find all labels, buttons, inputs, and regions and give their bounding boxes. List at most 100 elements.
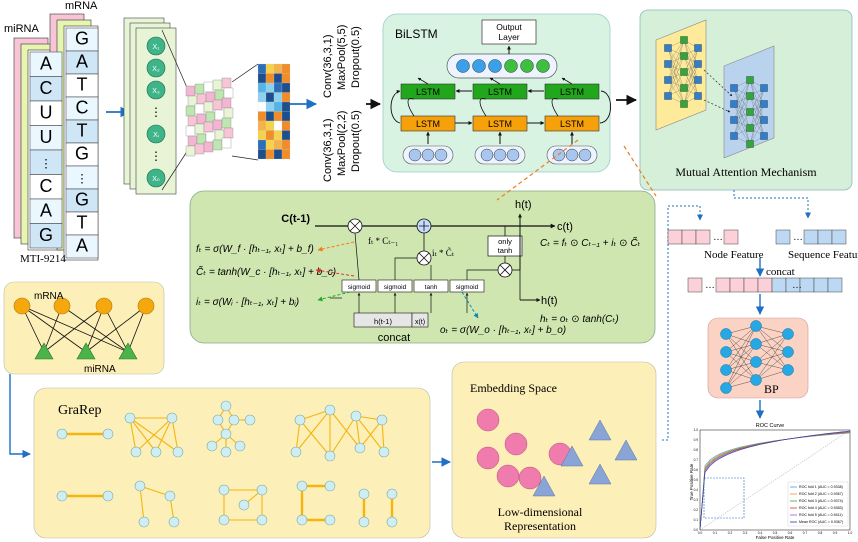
mrna-letter: T bbox=[77, 213, 88, 233]
mutual-attention-panel: Mutual Attention Mechanism bbox=[639, 9, 853, 191]
feature-cell bbox=[695, 229, 711, 245]
eq-candidate: C̃ₜ = tanh(W_c · [hₜ₋₁, xₜ] + b_c) bbox=[196, 265, 336, 278]
embedding-point-circle bbox=[496, 464, 520, 488]
mrna-letter: G bbox=[75, 29, 89, 49]
svg-text:0.4: 0.4 bbox=[694, 488, 699, 492]
grarep-node bbox=[150, 446, 162, 458]
attention-node bbox=[680, 36, 688, 44]
embedding-ellipsis: ⋮ bbox=[150, 105, 162, 119]
svg-text:…: … bbox=[793, 232, 803, 243]
attention-node bbox=[746, 140, 754, 148]
feature-matrix bbox=[185, 77, 234, 157]
grarep-node bbox=[124, 412, 136, 424]
svg-text:0.4: 0.4 bbox=[758, 531, 763, 535]
mrna-node bbox=[13, 297, 31, 315]
arrow-graph-to-grarep bbox=[9, 374, 31, 459]
feature-cell bbox=[799, 277, 815, 293]
mrna-letter: T bbox=[77, 75, 88, 95]
embedding-node bbox=[146, 36, 166, 56]
attention-node bbox=[664, 60, 672, 68]
output-node bbox=[504, 59, 518, 73]
lstm-backward-label: LSTM bbox=[416, 87, 440, 97]
mirna-node bbox=[118, 342, 138, 360]
grarep-node bbox=[218, 484, 230, 496]
svg-text:0.1: 0.1 bbox=[713, 531, 718, 535]
lstm-forward-cell bbox=[544, 115, 600, 132]
input-node bbox=[480, 148, 494, 162]
embedding-ellipsis: ⋮ bbox=[150, 149, 162, 163]
svg-text:0.8: 0.8 bbox=[694, 448, 699, 452]
grarep-node bbox=[130, 446, 142, 458]
grarep-node bbox=[296, 480, 308, 492]
svg-text:1.0: 1.0 bbox=[848, 531, 853, 535]
pool2-label: MaxPool(2,2) bbox=[336, 111, 348, 176]
embedding-node-label: Xₙ bbox=[152, 176, 160, 183]
feature-cell bbox=[827, 277, 843, 293]
mirna-letter: U bbox=[40, 127, 53, 147]
input-node bbox=[408, 148, 422, 162]
mrna-node bbox=[53, 297, 71, 315]
grarep-node bbox=[220, 428, 232, 440]
conv2-label: Conv(36,3,1) bbox=[322, 118, 334, 182]
mrna-letter: T bbox=[77, 121, 88, 141]
lstm-forward-label: LSTM bbox=[560, 119, 584, 129]
gate-label: sigmoid bbox=[348, 284, 371, 291]
grarep-node bbox=[134, 480, 146, 492]
svg-text:0.6: 0.6 bbox=[694, 468, 699, 472]
ft-ct1-label: fₜ * Cₜ₋₁ bbox=[368, 236, 398, 246]
input-node bbox=[552, 148, 566, 162]
interaction-graph: mRNA miRNA bbox=[3, 281, 165, 375]
mirna-node bbox=[34, 342, 54, 360]
svg-text:0.9: 0.9 bbox=[833, 531, 838, 535]
bp-node bbox=[720, 364, 732, 376]
eq-forget: fₜ = σ(W_f · [hₜ₋₁, xₜ] + b_f) bbox=[196, 244, 314, 255]
attention-node bbox=[680, 100, 688, 108]
attention-node bbox=[746, 92, 754, 100]
grarep-node bbox=[234, 440, 246, 452]
attention-node bbox=[664, 76, 672, 84]
grarep-node bbox=[168, 516, 180, 528]
eq-output: oₜ = σ(W_o · [hₜ₋₁, xₜ] + b_o) bbox=[440, 325, 566, 336]
roc-legend-entry: ROC fold 1 (AUC = 0.9338) bbox=[799, 485, 843, 489]
input-node bbox=[506, 148, 520, 162]
svg-text:0.2: 0.2 bbox=[728, 531, 733, 535]
output-node bbox=[536, 59, 550, 73]
grarep-node bbox=[244, 414, 256, 426]
bp-node bbox=[782, 346, 794, 358]
attention-node bbox=[746, 76, 754, 84]
grarep-node bbox=[386, 516, 398, 528]
output-node bbox=[456, 59, 470, 73]
lstm-backward-label: LSTM bbox=[560, 87, 584, 97]
attention-node bbox=[694, 76, 702, 84]
mirna-label: miRNA bbox=[4, 23, 39, 35]
grarep-node bbox=[324, 480, 336, 492]
attention-node bbox=[760, 84, 768, 92]
mrna-label: mRNA bbox=[65, 0, 98, 12]
feature-cell bbox=[803, 229, 819, 245]
mutual-attention-title: Mutual Attention Mechanism bbox=[675, 165, 817, 179]
svg-text:0.5: 0.5 bbox=[694, 478, 699, 482]
mrna-letter: ⋮ bbox=[76, 172, 88, 186]
svg-text:0.7: 0.7 bbox=[694, 458, 699, 462]
roc-xlabel: False Positive Rate bbox=[756, 535, 795, 540]
feature-cell bbox=[743, 277, 759, 293]
embedding-point-circle bbox=[476, 446, 500, 470]
attention-node bbox=[664, 44, 672, 52]
attention-node bbox=[694, 92, 702, 100]
bilstm-title: BiLSTM bbox=[395, 27, 438, 41]
attention-node bbox=[694, 44, 702, 52]
bp-node bbox=[720, 382, 732, 394]
svg-text:0.3: 0.3 bbox=[694, 498, 699, 502]
embedding-node-label: X₂ bbox=[152, 66, 160, 73]
grarep-node bbox=[386, 488, 398, 500]
attention-node bbox=[746, 108, 754, 116]
feature-cell bbox=[813, 277, 829, 293]
attention-node bbox=[694, 60, 702, 68]
eq-hidden: hₜ = oₜ ⊙ tanh(Cₜ) bbox=[540, 314, 619, 325]
eq-input: iₜ = σ(Wᵢ · [hₜ₋₁, xₜ] + bᵢ) bbox=[196, 297, 299, 308]
svg-text:0.6: 0.6 bbox=[788, 531, 793, 535]
c-out-label: c(t) bbox=[557, 221, 573, 233]
